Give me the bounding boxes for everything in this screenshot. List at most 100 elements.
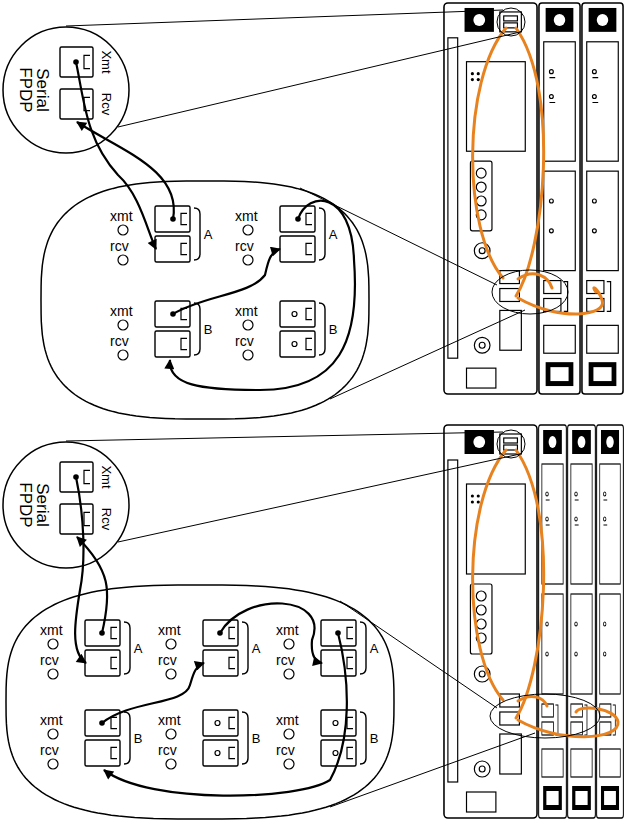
wire-end bbox=[295, 216, 301, 222]
channel-letter: B bbox=[204, 323, 213, 337]
loopback-wire bbox=[220, 603, 322, 663]
chassis bbox=[444, 425, 623, 818]
port-latch bbox=[181, 243, 187, 254]
led-label: xmt bbox=[158, 622, 181, 637]
port-jack bbox=[85, 740, 120, 766]
zoom-marker bbox=[497, 430, 525, 458]
channel-letter: B bbox=[252, 732, 261, 746]
loopback-wire bbox=[102, 663, 204, 723]
io-card bbox=[597, 425, 624, 818]
loopback-wire bbox=[77, 122, 174, 219]
port-jack bbox=[203, 740, 238, 766]
channel-bracket bbox=[360, 712, 366, 764]
magnifier-rim bbox=[3, 442, 129, 568]
port-jack bbox=[155, 331, 190, 357]
port-latch bbox=[347, 747, 353, 758]
port-latch bbox=[347, 717, 353, 728]
leader-line bbox=[330, 733, 535, 807]
zoom-marker bbox=[497, 8, 525, 36]
port-jack bbox=[280, 206, 315, 232]
led-label: rcv bbox=[235, 238, 254, 253]
loopback-wire bbox=[104, 633, 347, 796]
cable bbox=[518, 274, 552, 288]
led-label: xmt bbox=[276, 622, 299, 637]
status-led bbox=[243, 320, 253, 330]
led-label: rcv bbox=[40, 652, 59, 667]
port-jack bbox=[321, 650, 356, 676]
cable bbox=[473, 28, 506, 278]
wire-end bbox=[170, 311, 176, 317]
channel-bracket bbox=[194, 303, 200, 355]
channel-letter: A bbox=[370, 642, 379, 656]
magnifier-circle: Serial FPDPXmtRcv bbox=[2, 26, 130, 154]
port-pin bbox=[333, 751, 338, 756]
channel-bracket bbox=[242, 712, 248, 764]
wire-end bbox=[73, 59, 79, 65]
wire-end bbox=[99, 720, 105, 726]
port-latch bbox=[347, 627, 353, 638]
status-led bbox=[243, 225, 253, 235]
status-led bbox=[166, 669, 176, 679]
magnifier-ellipse: xmtrcvAxmtrcvBxmtrcvAxmtrcvBxmtrcvAxmtrc… bbox=[5, 584, 395, 820]
leader-line bbox=[330, 310, 525, 399]
port-label: Xmt bbox=[99, 465, 113, 488]
port-latch bbox=[181, 338, 187, 349]
port-jack bbox=[280, 331, 315, 357]
device-title: Serial FPDP bbox=[17, 482, 51, 527]
port-jack bbox=[60, 47, 93, 77]
led-label: rcv bbox=[110, 238, 129, 253]
port-pin bbox=[215, 721, 220, 726]
port-latch bbox=[111, 717, 117, 728]
port-jack bbox=[280, 301, 315, 327]
port-latch bbox=[181, 213, 187, 224]
led-label: rcv bbox=[235, 333, 254, 348]
led-label: xmt bbox=[110, 208, 133, 223]
status-led bbox=[166, 759, 176, 769]
wire-end bbox=[99, 630, 105, 636]
port-latch bbox=[84, 55, 90, 68]
port-jack bbox=[85, 620, 120, 646]
channel-letter: A bbox=[329, 228, 338, 242]
main-panel bbox=[444, 3, 537, 394]
status-led bbox=[243, 255, 253, 265]
zoom-marker bbox=[490, 694, 600, 738]
wire-end bbox=[170, 216, 176, 222]
loopback-wire bbox=[170, 201, 355, 390]
led-label: rcv bbox=[276, 742, 295, 757]
port-latch bbox=[347, 657, 353, 668]
leader-line bbox=[118, 32, 520, 127]
leader-line bbox=[66, 10, 503, 26]
status-led bbox=[48, 669, 58, 679]
led-label: xmt bbox=[110, 303, 133, 318]
status-led bbox=[48, 639, 58, 649]
led-label: rcv bbox=[276, 652, 295, 667]
cable bbox=[516, 450, 544, 718]
led-label: xmt bbox=[235, 303, 258, 318]
cable bbox=[516, 28, 544, 296]
port-latch bbox=[306, 338, 312, 349]
loopback-wire bbox=[75, 477, 86, 663]
magnifier-outline bbox=[5, 584, 395, 820]
port-jack bbox=[280, 236, 315, 262]
port-latch bbox=[306, 213, 312, 224]
leader-line bbox=[340, 601, 497, 708]
magnifier-rim bbox=[41, 181, 369, 419]
io-card bbox=[582, 3, 623, 394]
led-label: xmt bbox=[40, 712, 63, 727]
cable bbox=[518, 708, 618, 737]
main-panel bbox=[444, 425, 537, 818]
loopback-wire bbox=[76, 62, 156, 249]
port-latch bbox=[229, 627, 235, 638]
port-jack bbox=[321, 710, 356, 736]
status-led bbox=[118, 350, 128, 360]
wire-end bbox=[335, 630, 341, 636]
port-label: Rcv bbox=[99, 93, 113, 115]
port-label: Xmt bbox=[99, 50, 113, 73]
port-pin bbox=[292, 312, 297, 317]
wires bbox=[75, 62, 355, 796]
channel-bracket bbox=[124, 622, 130, 674]
channel-letter: B bbox=[134, 732, 143, 746]
io-card bbox=[539, 425, 567, 818]
leader-line bbox=[118, 454, 520, 542]
